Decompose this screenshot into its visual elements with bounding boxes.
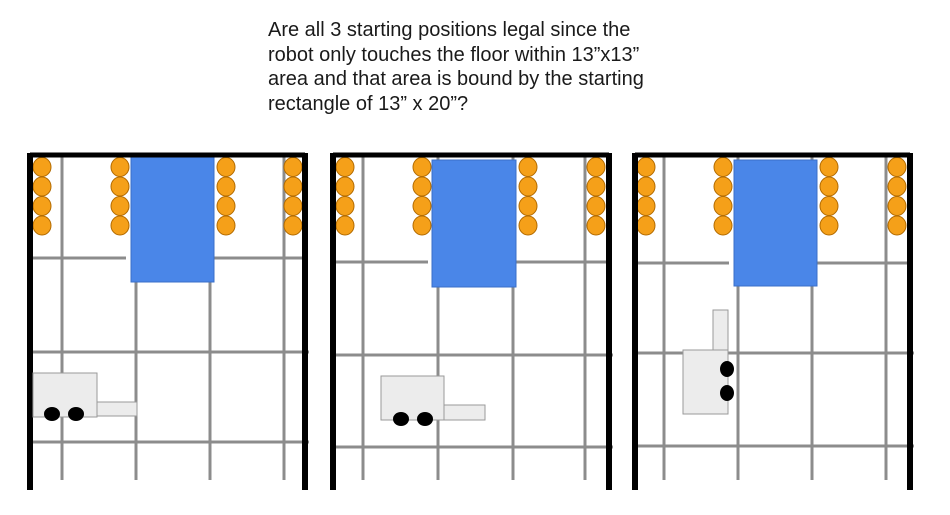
ball: [518, 215, 538, 236]
ball: [819, 196, 839, 216]
blue-zone: [130, 156, 215, 283]
blue-zone: [733, 159, 818, 287]
ball: [283, 196, 303, 216]
ball: [216, 176, 236, 197]
blue-zone: [431, 159, 517, 288]
question-line-4: rectangle of 13” x 20”?: [268, 92, 469, 115]
ball: [586, 215, 606, 236]
field-panel-center: [330, 152, 613, 490]
ball: [887, 215, 907, 236]
ball: [636, 215, 656, 236]
ball: [283, 157, 303, 177]
question-line-2: robot only touches the floor within 13”x…: [268, 43, 640, 66]
ball: [216, 215, 236, 236]
ball: [335, 215, 355, 236]
robot-body: [682, 349, 729, 415]
question-text: Are all 3 starting positions legal since…: [268, 18, 728, 116]
ball: [216, 196, 236, 216]
ball: [819, 176, 839, 197]
ball: [216, 157, 236, 177]
ball: [335, 176, 355, 197]
ball: [335, 196, 355, 216]
robot-extension: [712, 309, 729, 351]
ball: [412, 215, 432, 236]
ball: [518, 157, 538, 177]
ball: [335, 157, 355, 177]
ball: [819, 157, 839, 177]
ball: [636, 196, 656, 216]
ball: [887, 196, 907, 216]
robot-wheel: [720, 385, 734, 401]
ball: [518, 196, 538, 216]
ball: [636, 157, 656, 177]
ball: [32, 157, 52, 177]
ball: [110, 157, 130, 177]
robot-extension: [96, 401, 138, 417]
ball: [110, 215, 130, 236]
ball: [110, 176, 130, 197]
ball: [412, 157, 432, 177]
robot-wheel: [44, 407, 60, 421]
robot-wheel: [68, 407, 84, 421]
ball: [283, 215, 303, 236]
ball: [586, 157, 606, 177]
ball: [713, 196, 733, 216]
robot-body: [380, 375, 445, 421]
ball: [713, 215, 733, 236]
question-line-1: Are all 3 starting positions legal since…: [268, 19, 631, 41]
ball: [636, 176, 656, 197]
ball: [110, 196, 130, 216]
ball: [283, 176, 303, 197]
ball: [412, 176, 432, 197]
field-panel-right: [632, 152, 914, 490]
robot-wheel: [393, 412, 409, 426]
field-panel-left: [27, 152, 309, 490]
robot-wheel: [720, 361, 734, 377]
robot-body: [32, 372, 98, 418]
ball: [887, 157, 907, 177]
robot-extension: [443, 404, 486, 421]
ball: [412, 196, 432, 216]
ball: [713, 157, 733, 177]
ball: [586, 196, 606, 216]
ball: [518, 176, 538, 197]
robot-wheel: [417, 412, 433, 426]
ball: [586, 176, 606, 197]
ball: [32, 196, 52, 216]
ball: [887, 176, 907, 197]
ball: [32, 176, 52, 197]
ball: [32, 215, 52, 236]
ball: [713, 176, 733, 197]
ball: [819, 215, 839, 236]
question-line-3: area and that area is bound by the start…: [268, 68, 644, 90]
